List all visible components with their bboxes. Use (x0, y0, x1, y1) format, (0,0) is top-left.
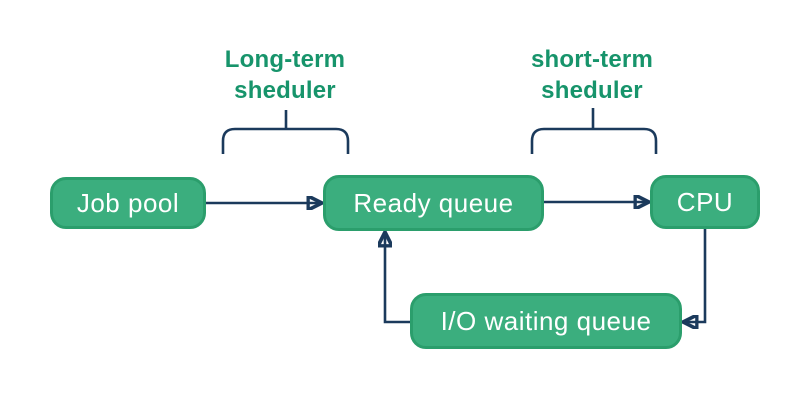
node-job-pool-label: Job pool (76, 187, 180, 218)
edge-cpu-to-io-waiting-queue (683, 229, 707, 322)
label-short-term-line1: short-term (530, 46, 653, 73)
label-long-term-line1: Long-term (224, 46, 346, 73)
node-job-pool: Job pool (50, 177, 206, 229)
node-io-waiting-queue: I/O waiting queue (410, 293, 682, 349)
label-long-term-scheduler: Long-term sheduler (195, 44, 375, 106)
bracket-long-term (221, 127, 350, 154)
label-long-term-line2: sheduler (234, 77, 336, 104)
node-ready-queue: Ready queue (323, 175, 544, 231)
bracket-short-term (530, 127, 658, 154)
label-short-term-line2: sheduler (541, 77, 643, 104)
node-ready-queue-label: Ready queue (353, 187, 514, 218)
node-cpu: CPU (650, 175, 760, 229)
node-io-waiting-queue-label: I/O waiting queue (440, 305, 652, 336)
label-short-term-scheduler: short-term sheduler (502, 44, 682, 106)
node-cpu-label: CPU (676, 186, 734, 217)
edge-io-waiting-queue-to-ready-queue (385, 232, 410, 324)
